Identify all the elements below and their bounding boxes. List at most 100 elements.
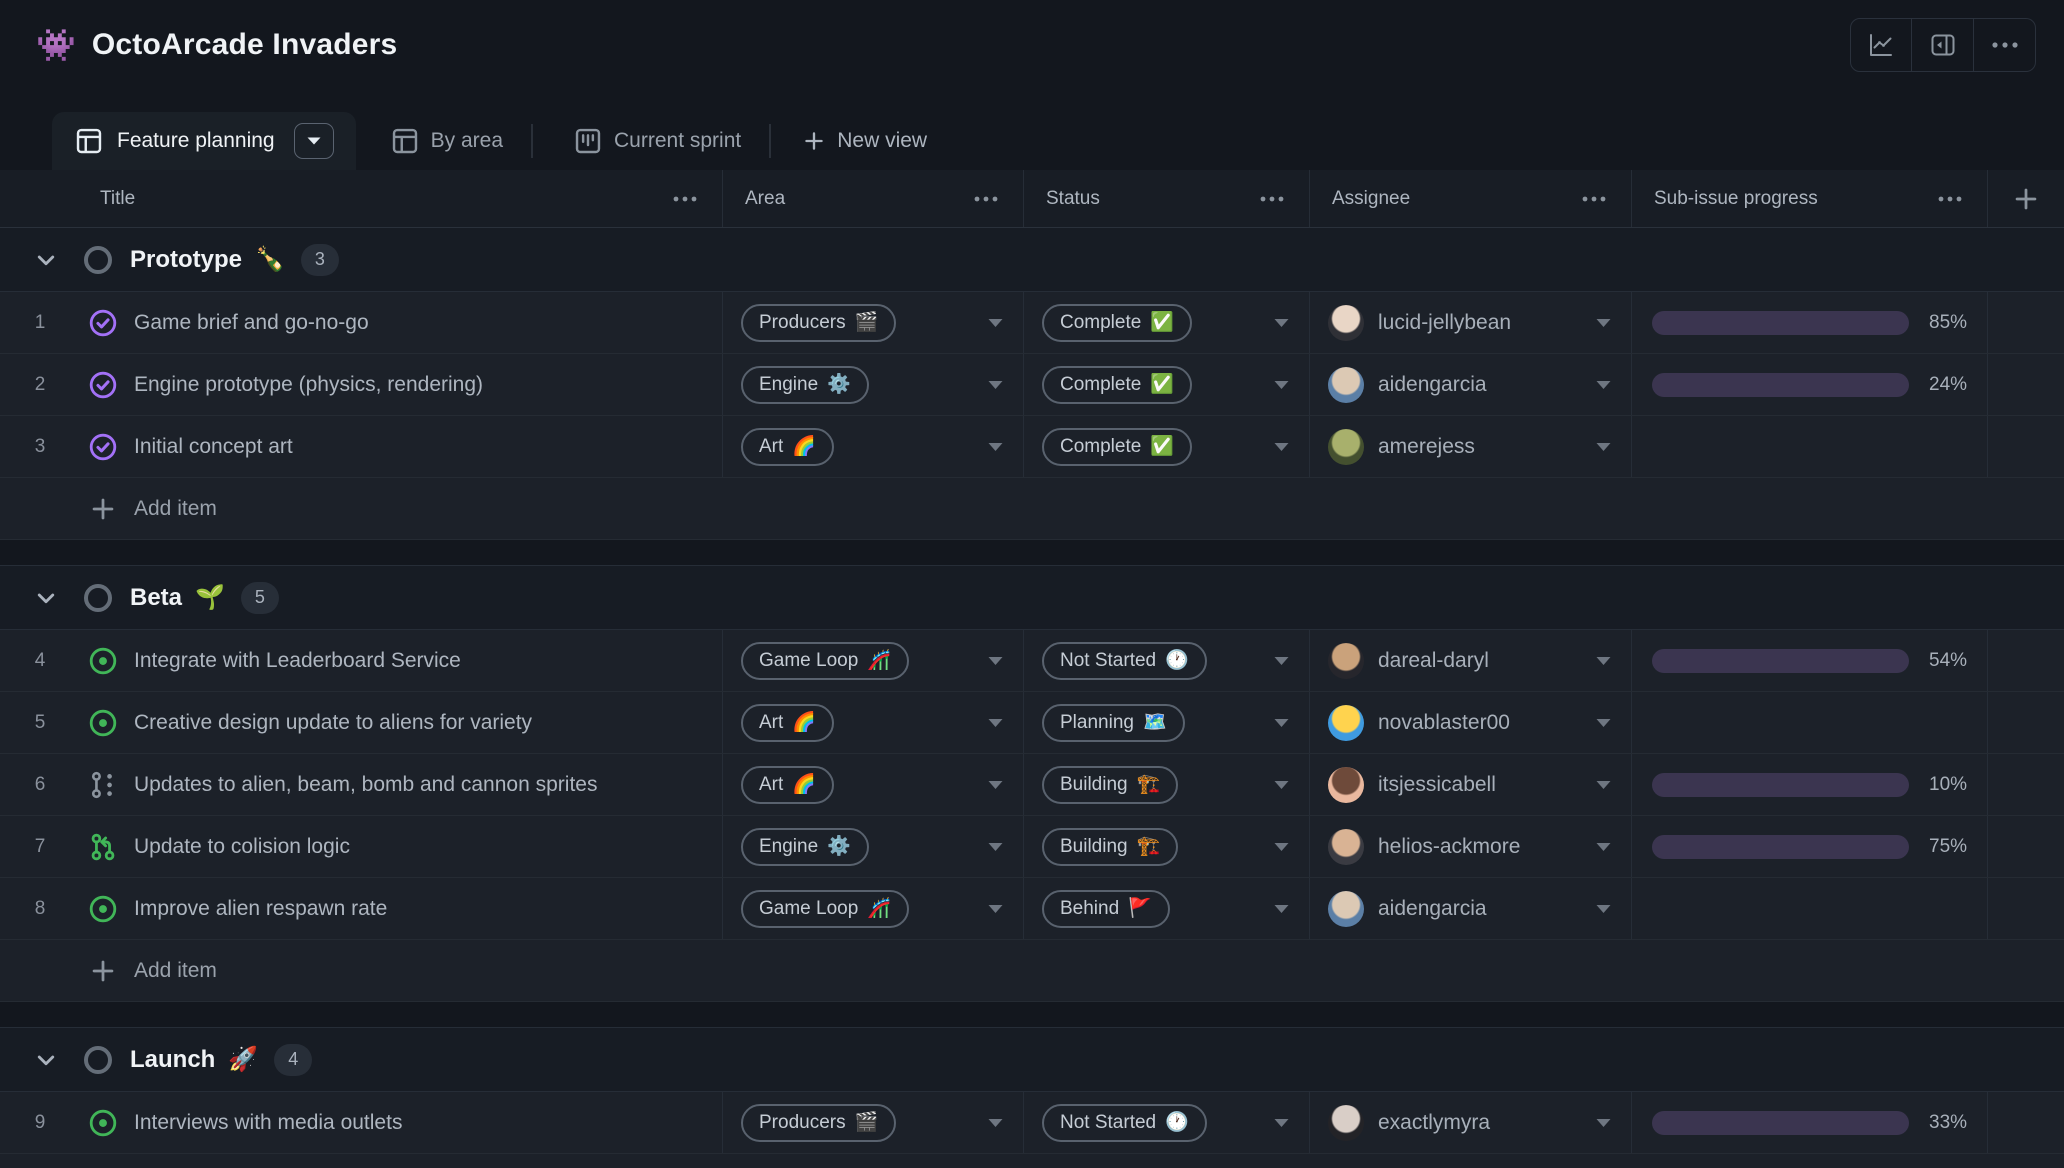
- status-cell[interactable]: Complete✅: [1023, 416, 1309, 477]
- area-emoji-icon: 🌈: [792, 712, 816, 733]
- column-header-sub-issue-progress[interactable]: Sub-issue progress: [1631, 170, 1987, 227]
- assignee-cell[interactable]: lucid-jellybean: [1309, 292, 1631, 353]
- assignee-cell[interactable]: amerejess: [1309, 416, 1631, 477]
- status-pill[interactable]: Complete✅: [1042, 303, 1192, 342]
- group-emoji-icon: 🚀: [228, 1045, 259, 1073]
- row-number: 1: [34, 311, 46, 333]
- column-header-label: Sub-issue progress: [1654, 187, 1818, 209]
- project-menu-button[interactable]: [1974, 18, 2036, 72]
- tab-by-area[interactable]: By area: [384, 112, 511, 170]
- area-cell[interactable]: Art🌈: [722, 416, 1023, 477]
- add-column-button[interactable]: [1987, 170, 2064, 227]
- status-pill[interactable]: Building🏗️: [1042, 827, 1179, 866]
- area-pill[interactable]: Engine⚙️: [741, 365, 869, 404]
- title-cell: 6 Updates to alien, beam, bomb and cannon…: [0, 754, 722, 815]
- area-cell[interactable]: Art🌈: [722, 692, 1023, 753]
- area-label: Producers: [759, 311, 846, 333]
- issue-title-link[interactable]: Improve alien respawn rate: [134, 896, 388, 920]
- add-item-button[interactable]: Add item: [0, 940, 2064, 1002]
- area-cell[interactable]: Producers🎬: [722, 1092, 1023, 1153]
- assignee-login: helios-ackmore: [1378, 834, 1521, 858]
- area-cell[interactable]: Game Loop🎢: [722, 878, 1023, 939]
- issue-title-link[interactable]: Initial concept art: [134, 434, 293, 458]
- column-header-assignee[interactable]: Assignee: [1309, 170, 1631, 227]
- assignee-cell[interactable]: dareal-daryl: [1309, 630, 1631, 691]
- status-emoji-icon: ✅: [1150, 436, 1174, 457]
- issue-title-link[interactable]: Engine prototype (physics, rendering): [134, 372, 484, 396]
- assignee-cell[interactable]: helios-ackmore: [1309, 816, 1631, 877]
- side-panel-button[interactable]: [1912, 18, 1974, 72]
- column-header-status[interactable]: Status: [1023, 170, 1309, 227]
- issue-title-link[interactable]: Game brief and go-no-go: [134, 310, 369, 334]
- tab-feature-planning[interactable]: Feature planning: [52, 112, 356, 170]
- area-pill[interactable]: Game Loop🎢: [741, 889, 909, 928]
- status-cell[interactable]: Behind🚩: [1023, 878, 1309, 939]
- tab-divider: [531, 124, 533, 158]
- issue-title-link[interactable]: Creative design update to aliens for var…: [134, 710, 533, 734]
- status-label: Complete: [1060, 373, 1142, 395]
- empty-cell: [1987, 878, 2064, 939]
- status-cell[interactable]: Complete✅: [1023, 292, 1309, 353]
- status-cell[interactable]: Complete✅: [1023, 354, 1309, 415]
- column-menu-icon[interactable]: [672, 195, 698, 203]
- area-pill[interactable]: Engine⚙️: [741, 827, 869, 866]
- area-cell[interactable]: Producers🎬: [722, 292, 1023, 353]
- area-cell[interactable]: Engine⚙️: [722, 816, 1023, 877]
- tab-current-sprint[interactable]: Current sprint: [567, 112, 749, 170]
- add-item-button[interactable]: Add item: [0, 478, 2064, 540]
- status-pill[interactable]: Planning🗺️: [1042, 703, 1185, 742]
- assignee-cell[interactable]: aidengarcia: [1309, 878, 1631, 939]
- status-cell[interactable]: Not Started🕐: [1023, 630, 1309, 691]
- issue-title-link[interactable]: Update to colision logic: [134, 834, 350, 858]
- area-cell[interactable]: Game Loop🎢: [722, 630, 1023, 691]
- area-pill[interactable]: Art🌈: [741, 765, 834, 804]
- column-header-area[interactable]: Area: [722, 170, 1023, 227]
- new-view-label: New view: [837, 129, 928, 152]
- sub-issue-progress-cell: [1631, 878, 1987, 939]
- column-menu-icon[interactable]: [1937, 195, 1963, 203]
- insights-button[interactable]: [1850, 18, 1912, 72]
- dropdown-caret-icon: [1596, 380, 1611, 389]
- area-cell[interactable]: Art🌈: [722, 754, 1023, 815]
- area-emoji-icon: 🌈: [792, 774, 816, 795]
- issue-title-link[interactable]: Interviews with media outlets: [134, 1110, 403, 1134]
- column-header-title[interactable]: Title: [0, 170, 722, 227]
- assignee-cell[interactable]: itsjessicabell: [1309, 754, 1631, 815]
- column-menu-icon[interactable]: [973, 195, 999, 203]
- assignee-cell[interactable]: exactlymyra: [1309, 1092, 1631, 1153]
- status-pill[interactable]: Not Started🕐: [1042, 641, 1207, 680]
- issue-title-link[interactable]: Updates to alien, beam, bomb and cannon …: [134, 772, 598, 796]
- status-pill[interactable]: Building🏗️: [1042, 765, 1179, 804]
- view-options-button[interactable]: [293, 123, 334, 159]
- status-cell[interactable]: Planning🗺️: [1023, 692, 1309, 753]
- status-pill[interactable]: Not Started🕐: [1042, 1103, 1207, 1142]
- status-pill[interactable]: Behind🚩: [1042, 889, 1170, 928]
- status-pill[interactable]: Complete✅: [1042, 365, 1192, 404]
- collapse-group-icon[interactable]: [34, 586, 58, 610]
- area-pill[interactable]: Producers🎬: [741, 303, 897, 342]
- area-pill[interactable]: Producers🎬: [741, 1103, 897, 1142]
- status-cell[interactable]: Building🏗️: [1023, 754, 1309, 815]
- area-pill[interactable]: Art🌈: [741, 703, 834, 742]
- column-menu-icon[interactable]: [1259, 195, 1285, 203]
- area-cell[interactable]: Engine⚙️: [722, 354, 1023, 415]
- row-number: 6: [34, 773, 46, 795]
- assignee-cell[interactable]: novablaster00: [1309, 692, 1631, 753]
- group-count-badge: 3: [300, 243, 339, 276]
- dropdown-caret-icon: [1274, 718, 1289, 727]
- area-pill[interactable]: Art🌈: [741, 427, 834, 466]
- assignee-cell[interactable]: aidengarcia: [1309, 354, 1631, 415]
- status-pill[interactable]: Complete✅: [1042, 427, 1192, 466]
- collapse-group-icon[interactable]: [34, 248, 58, 272]
- status-cell[interactable]: Building🏗️: [1023, 816, 1309, 877]
- column-menu-icon[interactable]: [1581, 195, 1607, 203]
- collapse-group-icon[interactable]: [34, 1048, 58, 1072]
- column-header-label: Assignee: [1332, 187, 1411, 209]
- status-cell[interactable]: Not Started🕐: [1023, 1092, 1309, 1153]
- area-pill[interactable]: Game Loop🎢: [741, 641, 909, 680]
- new-view-button[interactable]: New view: [803, 112, 927, 170]
- issue-title-link[interactable]: Integrate with Leaderboard Service: [134, 648, 461, 672]
- dropdown-caret-icon: [1596, 842, 1611, 851]
